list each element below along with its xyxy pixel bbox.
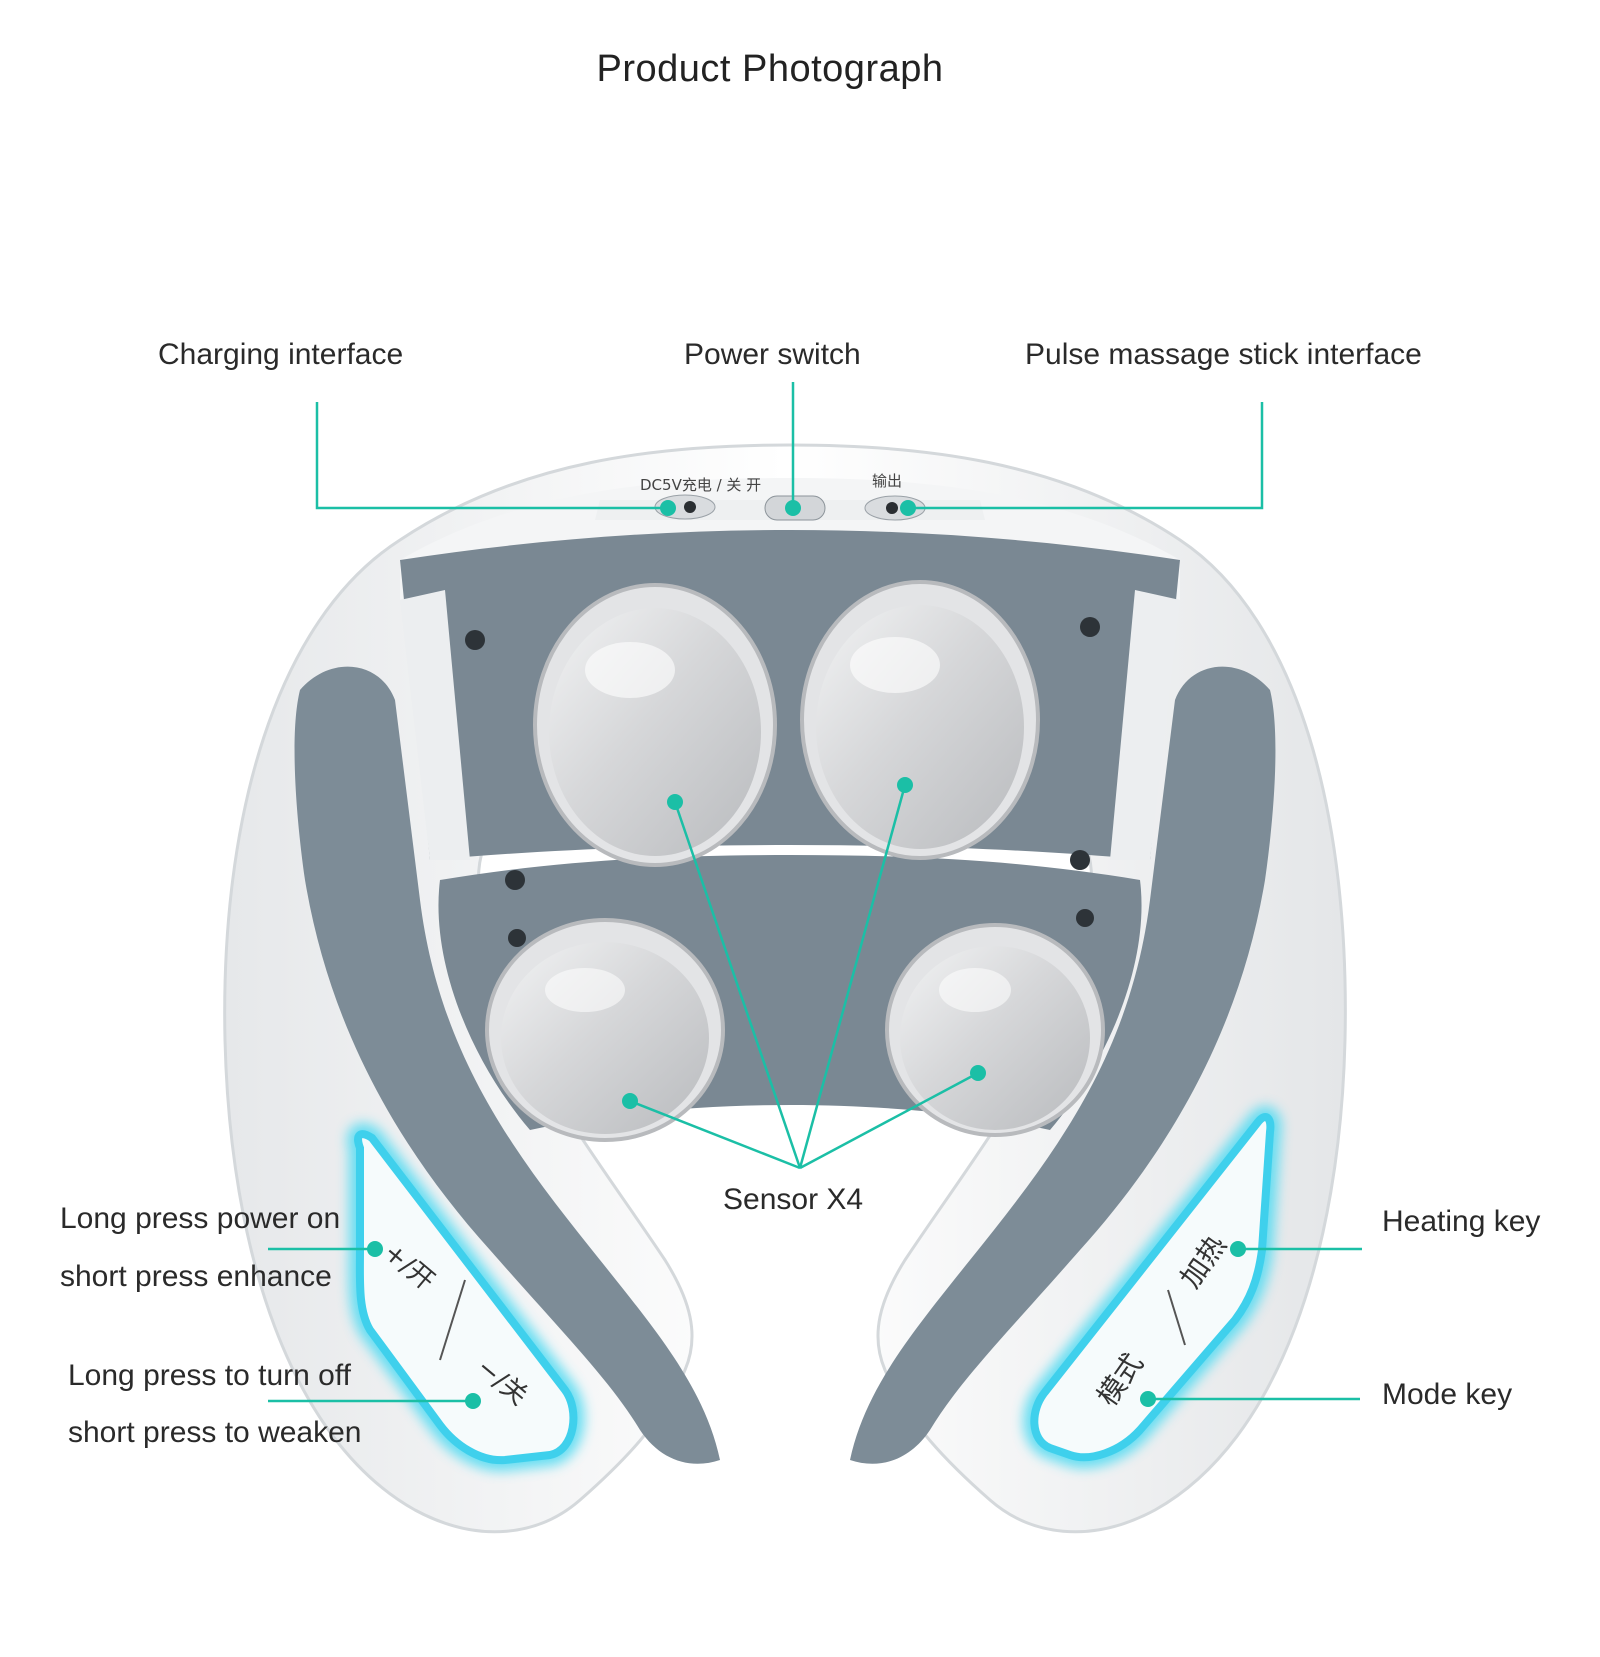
label-sensor: Sensor X4 <box>723 1183 864 1216</box>
mode-dot <box>1140 1391 1156 1407</box>
sensor-leader-br <box>799 1071 979 1170</box>
label-charging-interface: Charging interface <box>158 338 404 371</box>
charging-leader <box>315 402 668 510</box>
left-gray-rail <box>294 666 720 1464</box>
sensor-dot-tr <box>897 777 913 793</box>
callout-dots <box>367 500 1246 1409</box>
label-long-press-off-2: short press to weaken <box>68 1416 362 1449</box>
sensor-leader-tl <box>673 801 802 1169</box>
heating-dot <box>1230 1241 1246 1257</box>
pad-top-left <box>533 583 777 867</box>
label-long-press-on-2: short press enhance <box>60 1260 332 1293</box>
label-mode-key: Mode key <box>1382 1378 1513 1411</box>
left-key-panel[interactable]: +/开 −/关 <box>347 1123 585 1472</box>
label-long-press-on-1: Long press power on <box>60 1202 341 1235</box>
pad-bottom-right <box>885 923 1105 1137</box>
sensor-leader-bl <box>629 1099 801 1170</box>
right-gray-rail <box>850 666 1276 1464</box>
massage-pads <box>485 580 1105 1142</box>
pulse-leader <box>908 402 1264 510</box>
sensor-dot-bl <box>622 1093 638 1109</box>
sensor-leader-tr <box>798 784 907 1169</box>
upper-gray-panel <box>400 530 1180 860</box>
pulse-dot <box>900 500 916 516</box>
top-panel-text: DC5V充电 / 关 开 <box>640 476 761 494</box>
sensor-dot-tl <box>667 794 683 810</box>
label-power-switch: Power switch <box>684 338 861 371</box>
label-long-press-off-1: Long press to turn off <box>68 1359 351 1392</box>
long-press-off-dot <box>465 1393 481 1409</box>
sensor-dot-br <box>970 1065 986 1081</box>
page-title: Product Photograph <box>596 48 944 90</box>
power-dot <box>785 500 801 516</box>
long-press-on-dot <box>367 1241 383 1257</box>
pad-top-right <box>800 580 1040 860</box>
right-key-panel[interactable]: 加热 模式 <box>1023 1106 1282 1469</box>
callout-lines <box>268 382 1362 1403</box>
pad-bottom-left <box>485 918 725 1142</box>
output-text: 输出 <box>872 472 902 490</box>
charging-dot <box>660 500 676 516</box>
label-pulse-interface: Pulse massage stick interface <box>1025 338 1422 371</box>
label-heating-key: Heating key <box>1382 1205 1541 1238</box>
